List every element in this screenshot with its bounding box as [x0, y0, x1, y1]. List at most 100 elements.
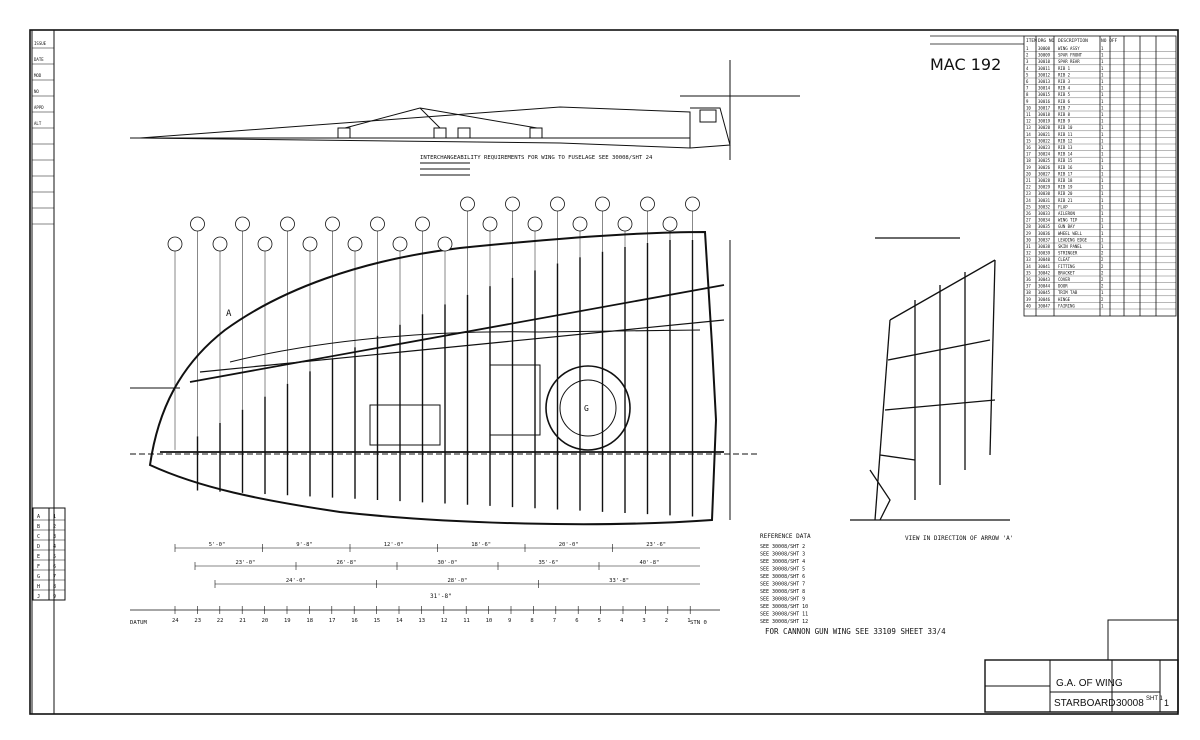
parts-list-cell: 31 — [1026, 244, 1031, 249]
parts-list-cell: 30025 — [1038, 158, 1051, 163]
station-label: 17 — [329, 618, 336, 624]
parts-list-cell: 32 — [1026, 251, 1031, 256]
section-arrow-label: A — [226, 309, 232, 319]
dimension-value: 9'-8" — [296, 542, 313, 548]
lower-table-value: 1 — [53, 514, 56, 520]
overall-span-dimension: 31'-8" — [430, 593, 452, 600]
parts-list-cell: 30041 — [1038, 264, 1051, 269]
parts-list-cell: RIB 13 — [1058, 145, 1073, 150]
station-label: 18 — [306, 618, 313, 624]
callout-balloon — [595, 196, 610, 212]
parts-list-cell: 1 — [1101, 185, 1104, 190]
station-label: 3 — [642, 618, 645, 624]
parts-list-cell: 30039 — [1038, 251, 1051, 256]
parts-list-cell: RIB 18 — [1058, 178, 1073, 183]
item-callouts — [167, 196, 700, 450]
parts-list-cell: 34 — [1026, 264, 1031, 269]
parts-list-cell: 30011 — [1038, 66, 1051, 71]
lower-table-value: 5 — [53, 554, 56, 560]
station-label: 5 — [598, 618, 601, 624]
reference-note-line: SEE 30008/SHT 4 — [760, 559, 805, 565]
parts-list-cell: RIB 12 — [1058, 138, 1073, 143]
reference-note-line: SEE 30008/SHT 8 — [760, 589, 805, 595]
parts-list-cell: RIB 17 — [1058, 171, 1073, 176]
parts-list-heading: DRG NO — [1038, 38, 1055, 44]
parts-list-cell: 30026 — [1038, 165, 1051, 170]
parts-list-cell: RIB 15 — [1058, 158, 1073, 163]
parts-list-cell: 30028 — [1038, 178, 1051, 183]
wing-outline — [148, 230, 718, 526]
lower-table-value: 4 — [53, 544, 56, 550]
parts-list-cell: WING TIP — [1058, 218, 1078, 223]
parts-list-cell: 30044 — [1038, 284, 1051, 289]
station-label: 21 — [239, 618, 246, 624]
parts-list-cell: FITTING — [1058, 264, 1075, 269]
drawing-number: 30008 — [1116, 698, 1144, 709]
gun-bay — [369, 404, 441, 446]
parts-list-cell: 2 — [1101, 264, 1104, 269]
parts-list-cell: GUN BAY — [1058, 224, 1075, 229]
callout-balloon — [212, 236, 228, 252]
parts-list-cell: 13 — [1026, 125, 1031, 130]
reference-note-line: SEE 30008/SHT 6 — [760, 574, 805, 580]
view-note: VIEW IN DIRECTION OF ARROW 'A' — [905, 535, 1013, 542]
parts-list-cell: 30031 — [1038, 198, 1051, 203]
dimension-value: 5'-0" — [209, 542, 226, 548]
parts-list-cell: WHEEL WELL — [1058, 231, 1083, 236]
parts-list-cell: 30008 — [1038, 46, 1051, 51]
sheet-label: SHT 1 — [1146, 696, 1164, 702]
parts-list-cell: 14 — [1026, 132, 1031, 137]
parts-list-cell: 30043 — [1038, 277, 1051, 282]
parts-list-cell: 23 — [1026, 191, 1031, 196]
callout-balloon — [685, 196, 700, 212]
station-label: 24 — [172, 618, 179, 624]
sheet-count: 1 — [1164, 698, 1169, 708]
callout-balloon — [257, 236, 273, 252]
callout-balloon — [235, 216, 250, 232]
dimension-value: 23'-0" — [236, 560, 256, 566]
parts-list-cell: 1 — [1101, 244, 1104, 249]
reference-note-line: SEE 30008/SHT 12 — [760, 619, 808, 625]
parts-list-cell: 2 — [1101, 257, 1104, 262]
parts-list-cell: 30023 — [1038, 145, 1051, 150]
parts-list-cell: 30040 — [1038, 257, 1051, 262]
parts-list-cell: 30037 — [1038, 237, 1051, 242]
parts-list-cell: 1 — [1101, 99, 1104, 104]
station-label: 7 — [553, 618, 556, 624]
parts-list-cell: 1 — [1101, 165, 1104, 170]
parts-list-cell: RIB 6 — [1058, 99, 1071, 104]
reference-note-line: SEE 30008/SHT 9 — [760, 597, 805, 603]
parts-list-cell: 37 — [1026, 284, 1031, 289]
dimension-lines: 5'-0"9'-8"12'-0"18'-6"20'-0"23'-6"23'-0"… — [174, 542, 700, 588]
wheel-well — [545, 365, 631, 451]
dimension-value: 23'-6" — [646, 542, 666, 548]
callout-balloon — [415, 216, 430, 232]
lower-table-value: 9 — [53, 594, 56, 600]
parts-list-cell: HINGE — [1058, 297, 1071, 302]
parts-list-cell: 2 — [1101, 251, 1104, 256]
lower-table-value: 3 — [53, 534, 56, 540]
lower-table-key: J — [37, 594, 40, 600]
datum-label: DATUM — [130, 620, 147, 626]
parts-list-cell: 30036 — [1038, 231, 1051, 236]
parts-list-cell: DOOR — [1058, 284, 1068, 289]
parts-list-cell: 3 — [1026, 59, 1029, 64]
parts-list-cell: 30018 — [1038, 112, 1051, 117]
parts-list-cell: 30034 — [1038, 218, 1051, 223]
parts-list-cell: 1 — [1101, 204, 1104, 209]
parts-list-cell: 1 — [1101, 79, 1104, 84]
parts-list-cell: 2 — [1101, 270, 1104, 275]
parts-list-cell: CLEAT — [1058, 257, 1071, 262]
station-label: 15 — [374, 618, 381, 624]
parts-list-cell: 36 — [1026, 277, 1031, 282]
parts-list-cell: 1 — [1026, 46, 1029, 51]
parts-list-cell: 20 — [1026, 171, 1031, 176]
callout-balloon — [505, 196, 520, 212]
parts-list-cell: RIB 3 — [1058, 79, 1071, 84]
parts-list-cell: COVER — [1058, 277, 1071, 282]
reference-note-line: SEE 30008/SHT 7 — [760, 582, 805, 588]
callout-balloon — [190, 216, 205, 232]
dimension-value: 35'-6" — [539, 560, 559, 566]
parts-list-cell: 30014 — [1038, 86, 1051, 91]
